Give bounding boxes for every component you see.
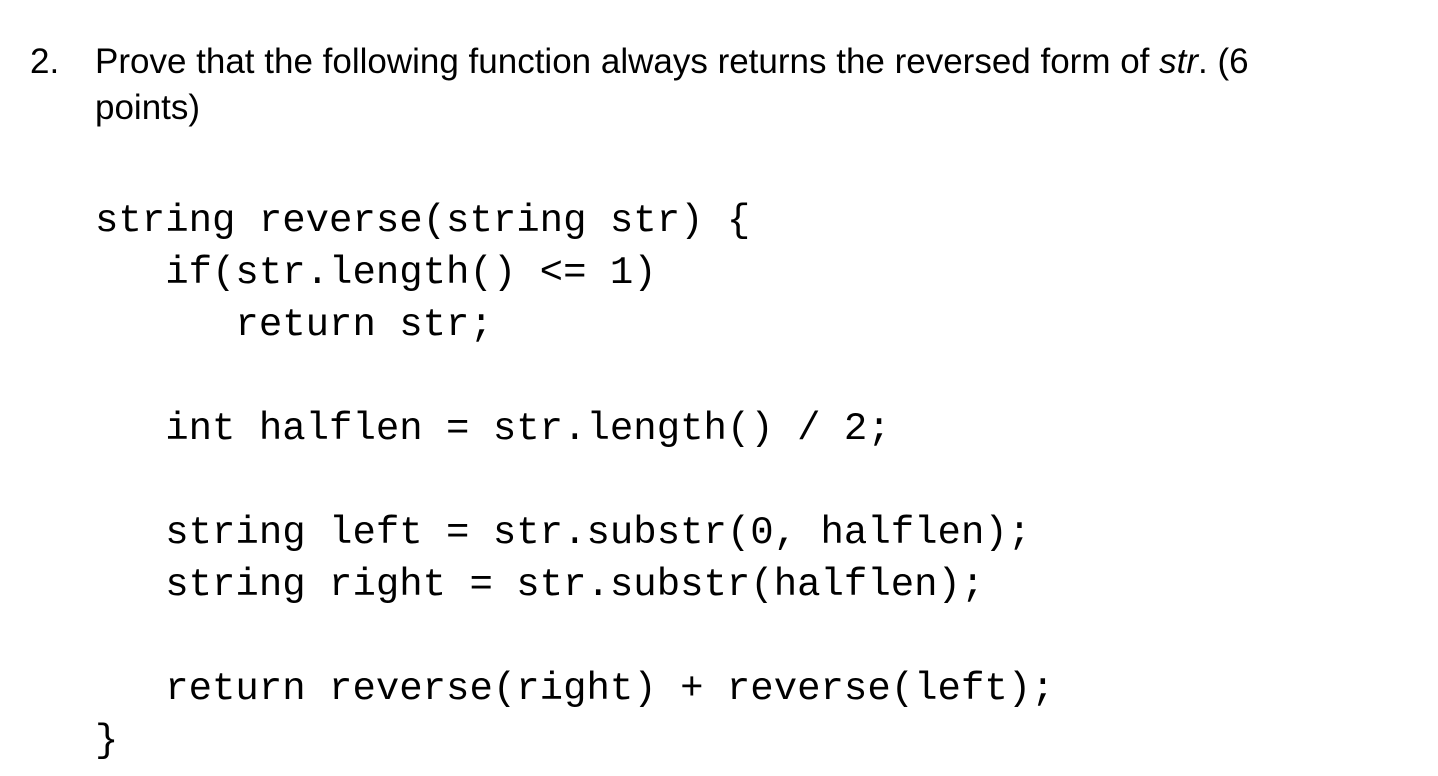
code-block: string reverse(string str) { if(str.leng… bbox=[95, 199, 1055, 763]
question-text: Prove that the following function always… bbox=[95, 39, 1249, 131]
question-text-line2: points) bbox=[95, 88, 201, 127]
question-text-segment-before: Prove that the following function always… bbox=[95, 42, 1160, 81]
question-text-segment-after: . (6 bbox=[1198, 42, 1249, 81]
variable-name: str bbox=[1159, 42, 1199, 81]
question-number: 2. bbox=[30, 42, 60, 81]
question-item: 2. Prove that the following function alw… bbox=[30, 39, 1249, 131]
